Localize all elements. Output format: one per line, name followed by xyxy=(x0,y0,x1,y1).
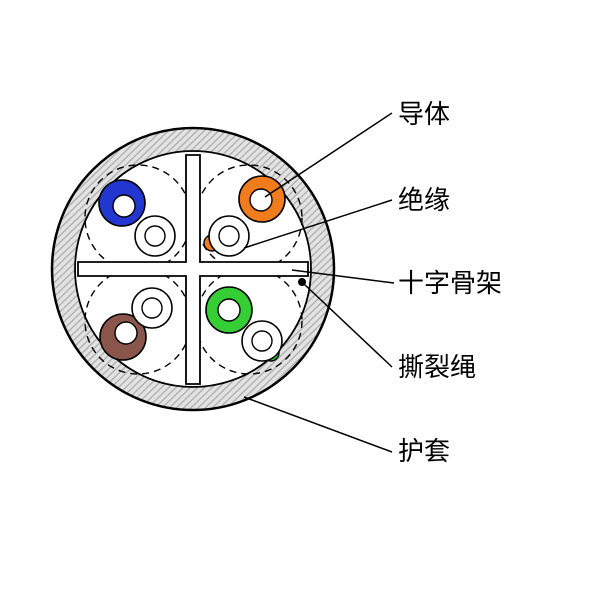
cross-spline xyxy=(77,154,309,385)
label-rip-cord: 撕裂绳 xyxy=(398,353,476,382)
pair-boundary-top-right xyxy=(195,164,303,272)
white-wire-bottom-right-conductor xyxy=(251,330,273,352)
label-conductor: 导体 xyxy=(398,100,450,129)
pair-boundary-bottom-right xyxy=(195,267,303,375)
white-wire-top-left-conductor xyxy=(144,225,166,247)
label-cross-spline: 十字骨架 xyxy=(398,269,502,298)
cross-spline-leader-line xyxy=(291,269,395,284)
label-insulation: 绝缘 xyxy=(398,186,450,215)
rip-cord-leader-line xyxy=(303,283,393,368)
jacket-leader-line xyxy=(243,396,393,453)
green-wire-conductor xyxy=(217,298,241,322)
brown-wire-conductor xyxy=(114,321,138,345)
white-wire-top-right-conductor xyxy=(218,225,240,247)
insulation-leader-line xyxy=(243,199,393,249)
conductor-leader-line xyxy=(264,112,393,198)
blue-wire-conductor xyxy=(112,194,136,218)
white-wire-bottom-left-conductor xyxy=(141,297,163,319)
label-jacket: 护套 xyxy=(398,437,450,466)
orange-wire-conductor xyxy=(249,188,273,212)
